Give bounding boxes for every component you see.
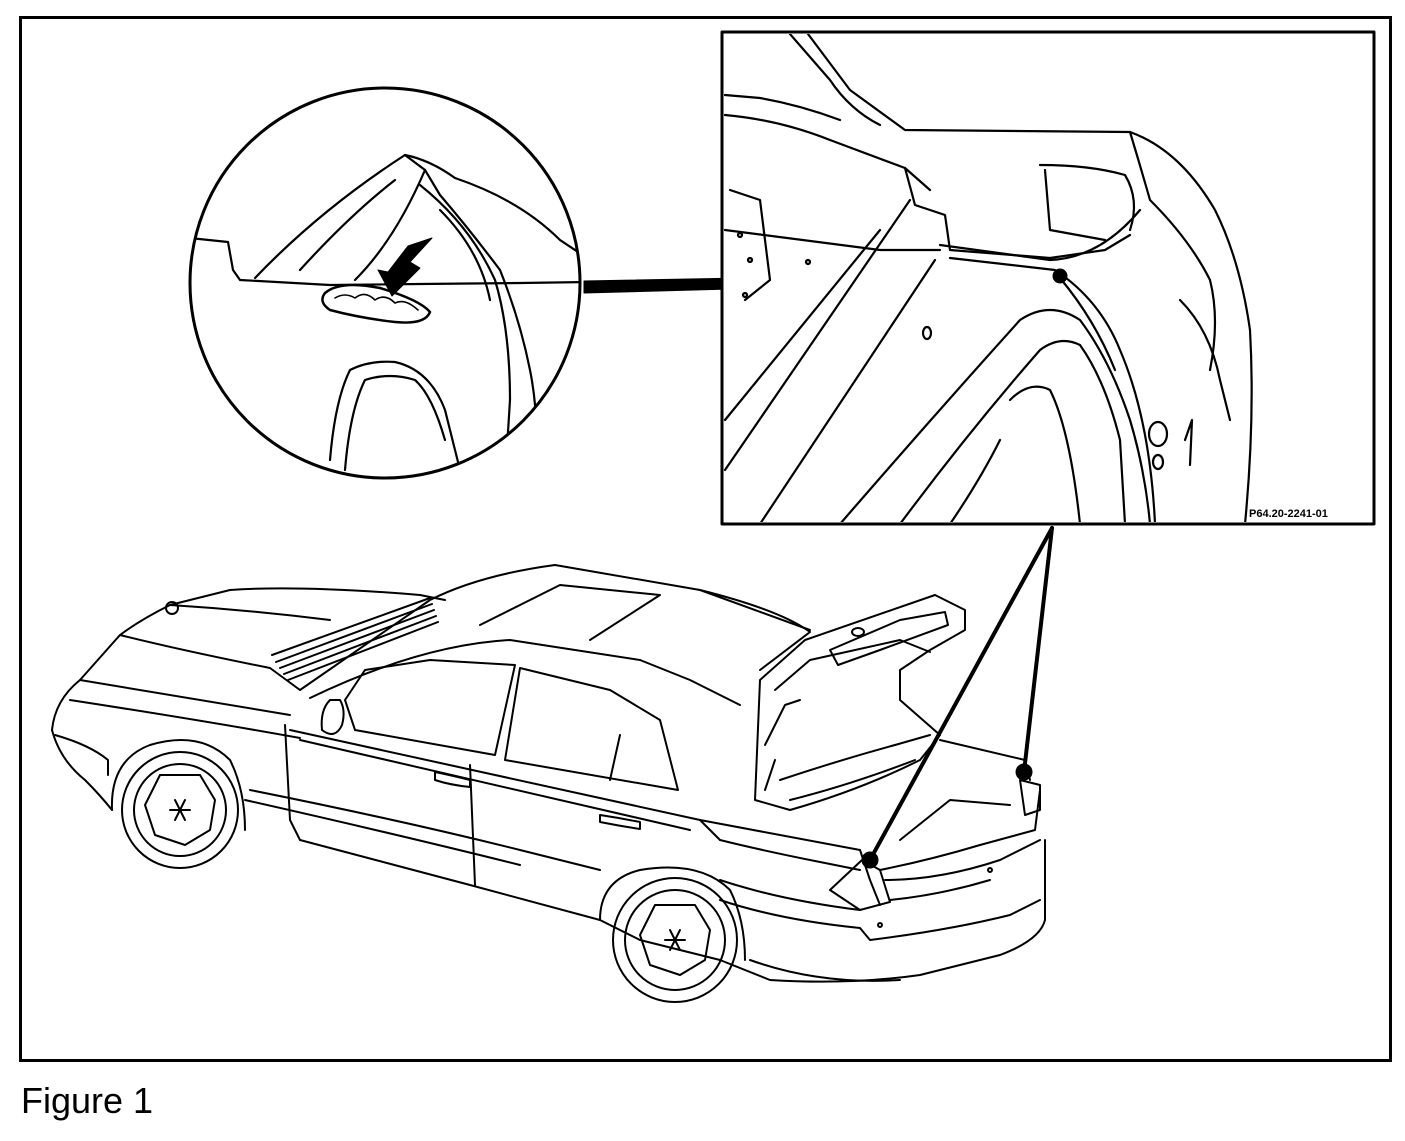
box-detail-view — [720, 30, 1376, 526]
box-detail-border — [720, 30, 1376, 526]
rear-wheel — [599, 866, 746, 1003]
circle-detail-view — [188, 86, 582, 480]
arrow-icon — [377, 237, 433, 297]
weld-seam — [321, 283, 432, 324]
reference-code: P64.20-2241-01 — [1249, 508, 1328, 520]
leader-left-dot — [868, 526, 1054, 862]
seam-location-dot — [1052, 268, 1068, 284]
seam-dot-left — [861, 851, 879, 869]
figure-caption: Figure 1 — [21, 1080, 154, 1121]
car-drawing — [51, 564, 1046, 1003]
circle-detail-border — [188, 86, 582, 480]
front-wheel — [110, 739, 246, 869]
figure-frame — [19, 16, 1392, 1062]
leader-right-dot — [1022, 526, 1054, 774]
seam-dot-right — [1015, 763, 1033, 781]
